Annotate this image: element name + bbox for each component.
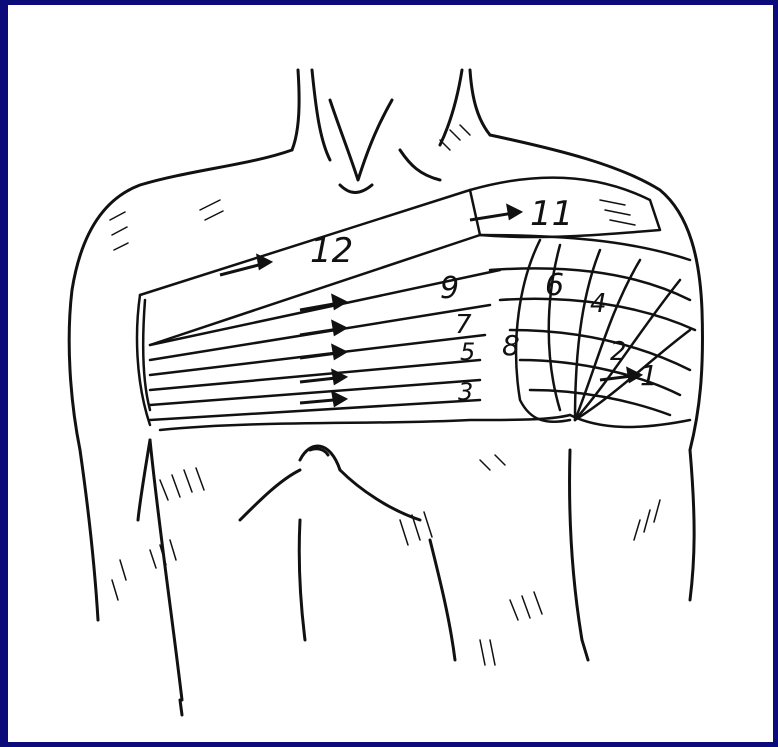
label-12: 12 [310, 231, 353, 271]
label-4: 4 [590, 289, 607, 319]
bandage-turns [137, 178, 695, 430]
label-5: 5 [460, 338, 475, 366]
neck [292, 70, 490, 193]
label-11: 11 [530, 194, 573, 234]
label-8: 8 [502, 329, 520, 362]
label-1: 1 [640, 359, 658, 392]
label-6: 6 [545, 268, 564, 303]
hatching [110, 125, 660, 665]
label-9: 9 [440, 271, 459, 306]
frame-left-bar [0, 0, 8, 747]
label-7: 7 [455, 310, 472, 340]
label-2: 2 [610, 337, 627, 367]
label-3: 3 [458, 378, 473, 406]
